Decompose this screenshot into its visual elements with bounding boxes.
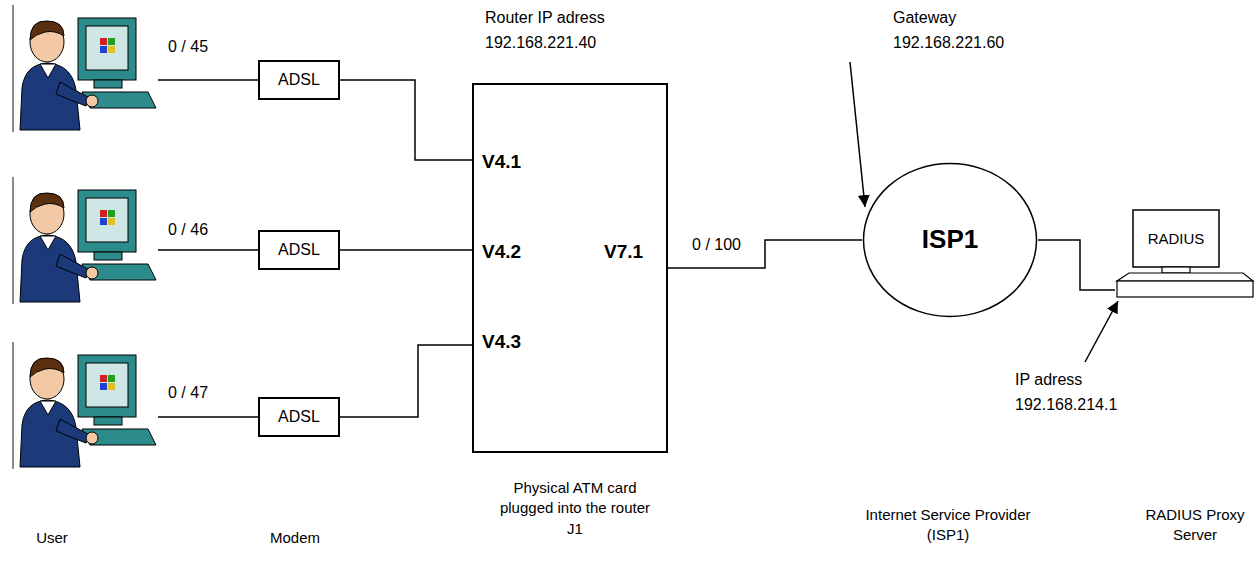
text-holder: V4.2 [482, 241, 521, 264]
port-label: V4.2 [482, 241, 521, 264]
leader-arrow [850, 62, 865, 207]
user-wire [158, 416, 258, 418]
user-icon [13, 342, 156, 469]
port-label: V4.3 [482, 331, 521, 354]
text-holder: ADSL [260, 62, 338, 98]
annotation-label: Modem [255, 528, 335, 548]
node-label: ADSL [278, 70, 320, 89]
ellipse-shape [864, 164, 1037, 317]
user-wire [158, 249, 258, 251]
label-holder: IP adress 192.168.214.1 [1015, 368, 1127, 418]
text-holder: ISP1 [862, 162, 1038, 318]
annotation-label: User [22, 528, 82, 548]
label-holder: Physical ATM card plugged into the route… [497, 478, 653, 539]
modem-box: ADSL [258, 230, 340, 270]
isp-ellipse: ISP1 [862, 162, 1038, 318]
annotation-label: Router IP adress 192.168.221.40 [485, 6, 613, 56]
monitor-stand [1162, 267, 1190, 273]
annotation-label: 0 / 47 [168, 383, 208, 404]
wire-connector [340, 80, 472, 160]
text-holder: ADSL [260, 232, 338, 268]
router-box: V4.1V4.2V4.3 V7.1 [472, 83, 668, 453]
radius-server: RADIUS [1115, 205, 1255, 301]
node-label: RADIUS [1148, 230, 1205, 248]
text-holder: V7.1 [604, 241, 643, 264]
label-holder: RADIUS Proxy Server [1145, 505, 1245, 546]
user-icon [13, 5, 156, 132]
annotation-label: Internet Service Provider (ISP1) [858, 505, 1038, 546]
label-holder: Internet Service Provider (ISP1) [858, 505, 1038, 546]
leader-arrow [1085, 301, 1118, 362]
annotation-label: IP adress 192.168.214.1 [1015, 368, 1127, 418]
label-holder: 0 / 46 [168, 220, 208, 241]
label-holder: 0 / 45 [168, 37, 208, 58]
edge-label-holder: 0 / 100 [690, 236, 743, 254]
node-label: ISP1 [922, 224, 978, 255]
server-outline [1115, 205, 1255, 301]
wire-connector [1038, 240, 1115, 290]
node-label: ADSL [278, 240, 320, 259]
annotation-label: Physical ATM card plugged into the route… [497, 478, 653, 539]
modem-box: ADSL [258, 397, 340, 437]
monitor-outline [1133, 210, 1219, 267]
annotation-label: Gateway 192.168.221.60 [893, 6, 1011, 56]
label-holder: User [22, 528, 82, 548]
label-holder: Modem [255, 528, 335, 548]
port-label: V7.1 [604, 241, 643, 264]
vpi-vci-label: 0 / 100 [690, 236, 743, 254]
node-label: ADSL [278, 407, 320, 426]
annotation-label: 0 / 46 [168, 220, 208, 241]
text-holder: ADSL [260, 399, 338, 435]
annotation-label: 0 / 45 [168, 37, 208, 58]
text-holder: V4.1 [482, 151, 521, 174]
wire-connector [340, 249, 472, 251]
label-holder: Router IP adress 192.168.221.40 [485, 6, 613, 56]
text-holder: V4.3 [482, 331, 521, 354]
modem-box: ADSL [258, 60, 340, 100]
wire-connector [340, 345, 472, 417]
label-holder: 0 / 47 [168, 383, 208, 404]
user-wire [158, 79, 258, 81]
annotation-label: RADIUS Proxy Server [1145, 505, 1245, 546]
label-holder: Gateway 192.168.221.60 [893, 6, 1011, 56]
user-icon [13, 177, 156, 304]
port-label: V4.1 [482, 151, 521, 174]
text-holder: RADIUS [1133, 210, 1219, 267]
server-base [1117, 281, 1253, 297]
server-base [1117, 273, 1253, 281]
